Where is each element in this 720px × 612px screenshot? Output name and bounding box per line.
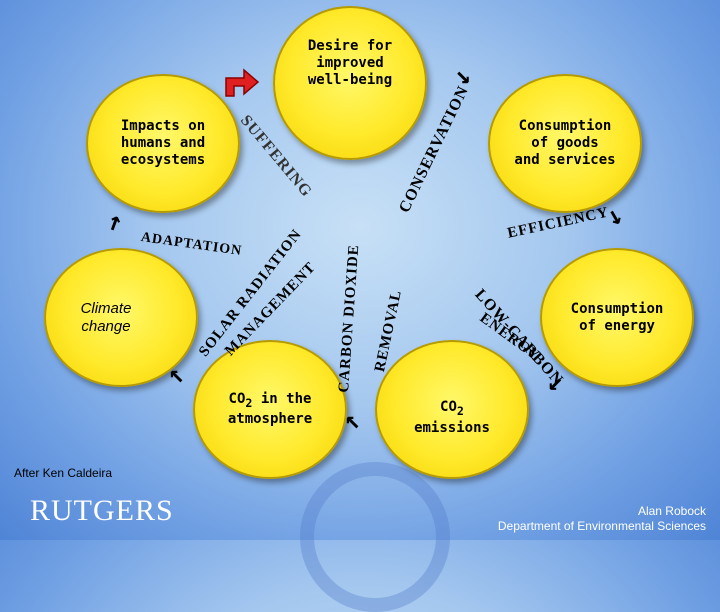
node-climate-change-label: Climate change	[80, 299, 132, 335]
node-wellbeing: Desire for improved well-being	[273, 6, 427, 160]
attribution-text: After Ken Caldeira	[14, 466, 113, 480]
node-consumption-energy-label: Consumption of energy	[570, 300, 664, 334]
node-consumption-goods: Consumption of goods and services	[488, 74, 642, 213]
node-co2-atmosphere-label: CO2 in the atmosphere	[227, 390, 313, 428]
author-credit: Alan Robock Department of Environmental …	[498, 504, 706, 534]
credit-name: Alan Robock	[637, 504, 706, 518]
suffering-arrow-icon	[220, 66, 262, 100]
rutgers-seal-watermark	[300, 462, 450, 612]
node-impacts: Impacts on humans and ecosystems	[86, 74, 240, 213]
arrow-climate-to-impacts-icon: →	[97, 210, 131, 236]
credit-dept: Department of Environmental Sciences	[497, 519, 706, 533]
node-co2-atmosphere: CO2 in the atmosphere	[193, 340, 347, 479]
intervention-co2-removal-1: CARBON DIOXIDE	[336, 243, 363, 394]
node-climate-change: Climate change	[44, 248, 198, 387]
node-wellbeing-label: Desire for improved well-being	[307, 37, 393, 88]
rutgers-logo: RUTGERS	[30, 494, 174, 527]
node-consumption-energy: Consumption of energy	[540, 248, 694, 387]
node-consumption-goods-label: Consumption of goods and services	[514, 118, 616, 168]
node-impacts-label: Impacts on humans and ecosystems	[120, 118, 206, 168]
